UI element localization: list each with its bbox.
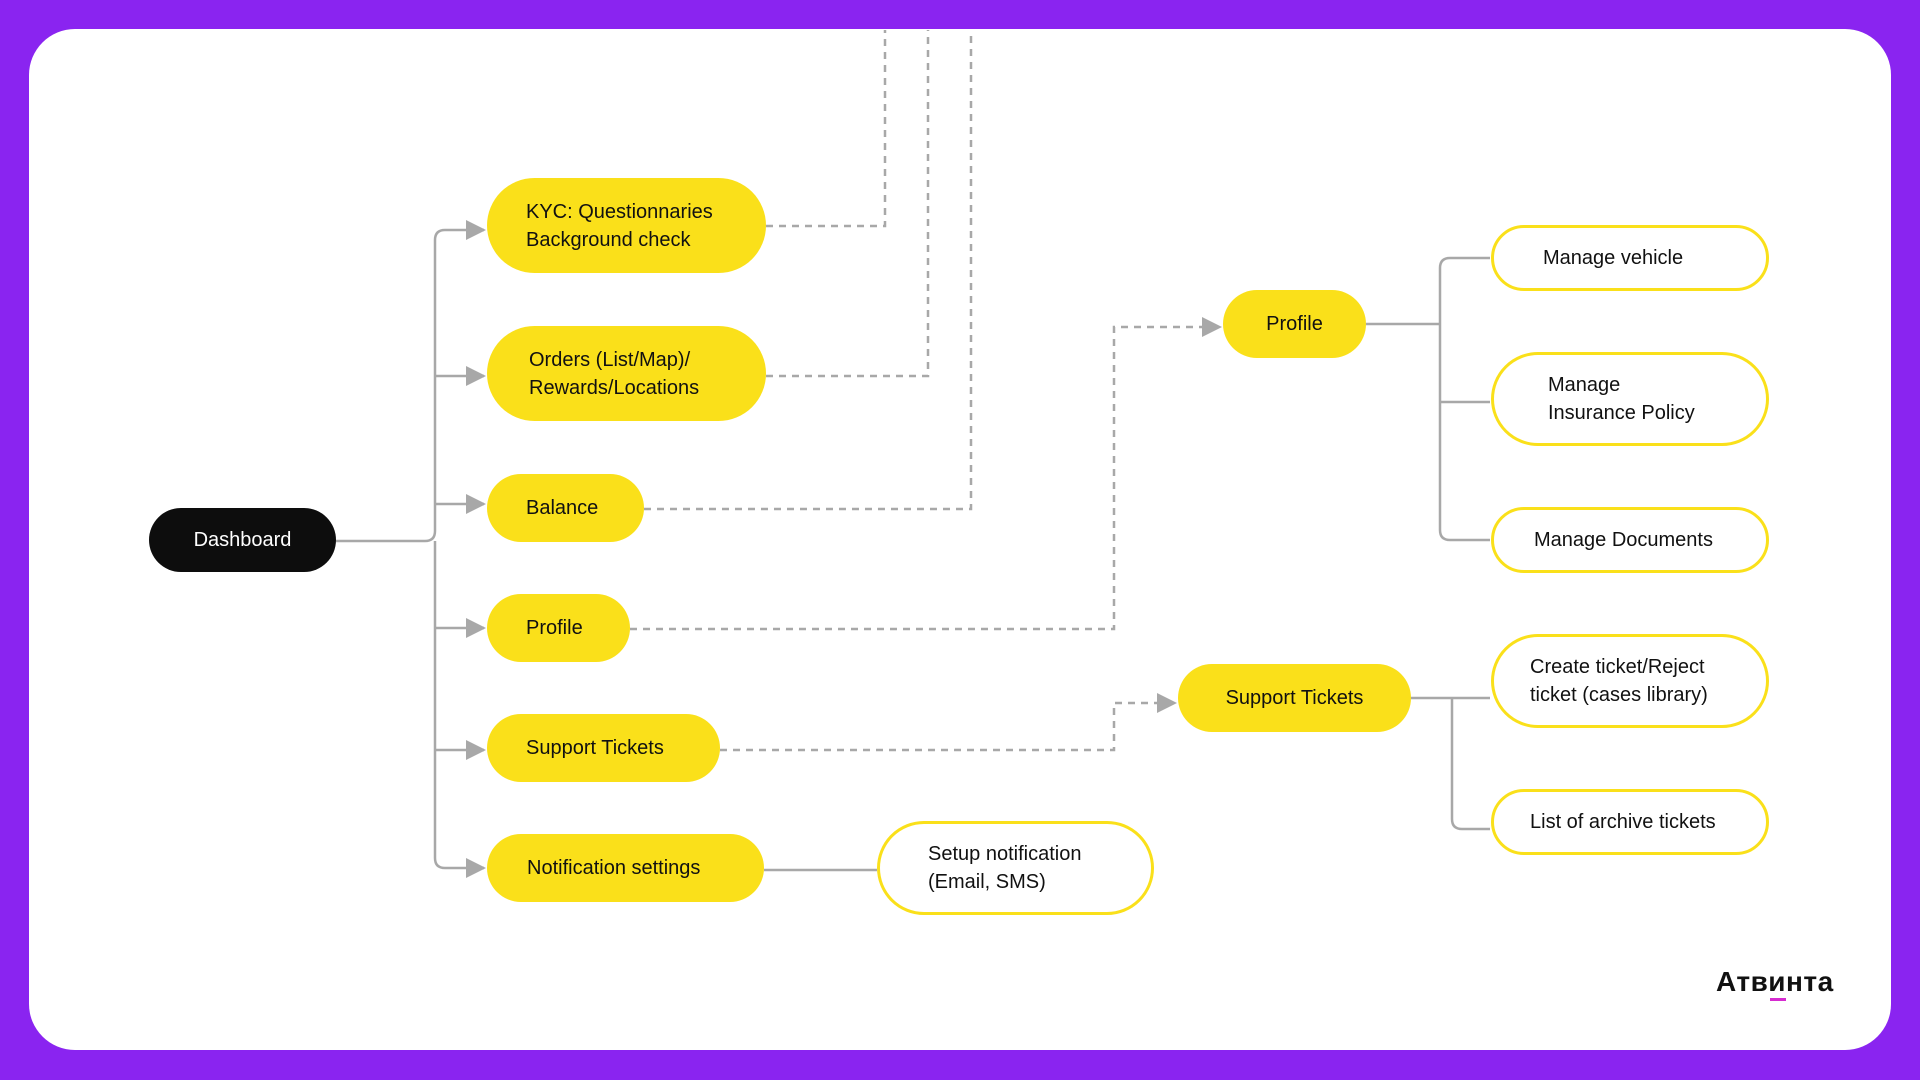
notification-settings-node[interactable]: Notification settings — [487, 834, 764, 902]
connector-trunk-lower — [433, 541, 486, 878]
manage-insurance-node[interactable]: Manage Insurance Policy — [1491, 352, 1769, 446]
kyc-node[interactable]: KYC: Questionnaries Background check — [487, 178, 766, 273]
atvinta-logo: Атвинта — [1716, 966, 1834, 997]
dashed-support — [720, 693, 1177, 752]
dashed-kyc — [766, 30, 887, 228]
dashed-orders — [766, 30, 930, 378]
profile-node[interactable]: Profile — [487, 594, 630, 662]
support-tickets-node[interactable]: Support Tickets — [487, 714, 720, 782]
archive-tickets-node[interactable]: List of archive tickets — [1491, 789, 1769, 855]
create-ticket-node[interactable]: Create ticket/Reject ticket (cases libra… — [1491, 634, 1769, 728]
logo-accent-mark — [1770, 998, 1786, 1001]
manage-documents-node[interactable]: Manage Documents — [1491, 507, 1769, 573]
setup-notification-node[interactable]: Setup notification (Email, SMS) — [877, 821, 1154, 915]
manage-vehicle-node[interactable]: Manage vehicle — [1491, 225, 1769, 291]
support-hub-node[interactable]: Support Tickets — [1178, 664, 1411, 732]
connector-support-branch — [1450, 698, 1490, 831]
dashed-balance — [644, 30, 973, 511]
dashed-profile — [630, 317, 1222, 631]
profile-hub-node[interactable]: Profile — [1223, 290, 1366, 358]
balance-node[interactable]: Balance — [487, 474, 644, 542]
orders-node[interactable]: Orders (List/Map)/ Rewards/Locations — [487, 326, 766, 421]
connector-dashboard-trunk — [336, 220, 486, 543]
connector-profile-branch — [1438, 256, 1490, 542]
dashboard-node[interactable]: Dashboard — [149, 508, 336, 572]
